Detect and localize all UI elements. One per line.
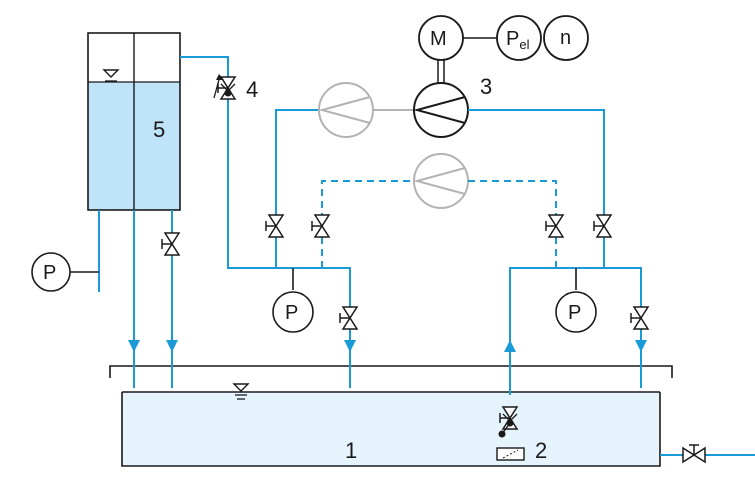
flow-arrow: [344, 340, 356, 352]
flow-arrow: [166, 340, 178, 352]
right-return-valve: [630, 306, 649, 330]
tank-level-icon: [102, 69, 120, 82]
inactive-pump-top: [318, 82, 374, 138]
flow-arrow-up: [504, 340, 516, 352]
label-sump: 1: [345, 438, 357, 463]
suction-valve-a: [265, 214, 284, 238]
flow-arrow: [128, 340, 140, 352]
inactive-pump-bottom: [413, 153, 469, 209]
tank-outlet-pipes: [98, 210, 173, 388]
gauge-label: P: [43, 262, 56, 284]
tank-outlet-valve: [161, 232, 180, 256]
sump-wall: [121, 392, 661, 467]
sump-level-icon: [232, 383, 250, 400]
power-label: Pel: [506, 28, 530, 52]
left-return-valve: [339, 306, 358, 330]
speed-label: n: [560, 27, 571, 49]
label-pump: 3: [480, 74, 492, 99]
left-dashed-line: [321, 180, 414, 268]
foot-valve: 2: [496, 406, 547, 463]
main-pump: 3: [413, 74, 492, 138]
sump-cover: [109, 365, 673, 378]
vent-valve: 4: [213, 74, 258, 102]
label-vent-valve: 4: [246, 77, 258, 102]
power-meter: Pel: [496, 15, 542, 61]
header-tank: 5: [87, 32, 181, 211]
motor-shaft: [437, 59, 445, 83]
sump-tank: 1: [109, 365, 673, 467]
pressure-gauge-suction: P: [272, 291, 314, 333]
drain-line: [660, 444, 755, 463]
speed-meter: n: [543, 15, 589, 61]
pressure-valve-a: [593, 214, 612, 238]
pressure-valve-b: [545, 214, 564, 238]
label-foot-valve: 2: [535, 438, 547, 463]
sump-water: [122, 392, 660, 466]
motor: M: [418, 15, 464, 61]
pressure-gauge-discharge: P: [555, 291, 597, 333]
label-tank: 5: [153, 117, 165, 142]
pressure-gauge-tank: P: [31, 252, 99, 292]
gauge-label: P: [285, 302, 298, 324]
gauge-label: P: [568, 302, 581, 324]
tank-return-line: [180, 56, 276, 269]
flow-arrow: [635, 340, 647, 352]
pressure-line: [468, 109, 605, 268]
suction-valve-b: [311, 214, 330, 238]
right-dashed-line: [468, 180, 557, 268]
motor-label: M: [430, 28, 447, 50]
